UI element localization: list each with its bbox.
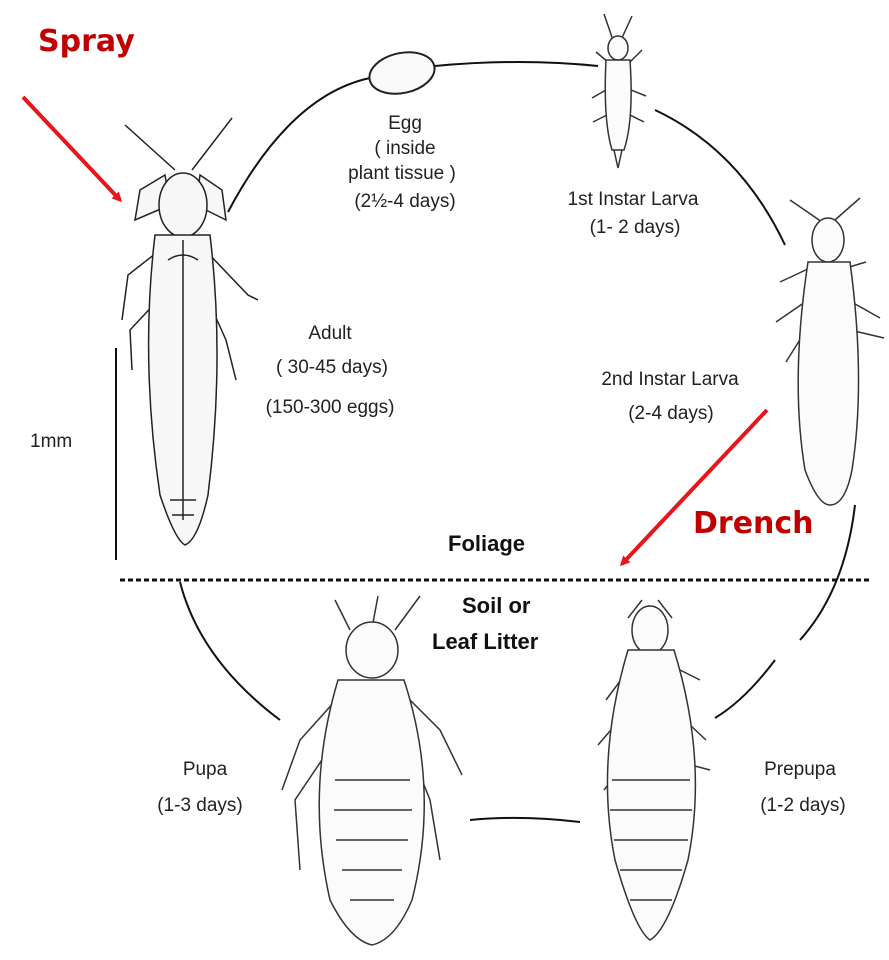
foliage-label: Foliage — [448, 532, 525, 556]
egg-duration: (2½-4 days) — [330, 190, 480, 214]
spray-label: Spray — [38, 30, 135, 54]
larva2-duration: (2-4 days) — [606, 402, 736, 426]
adult-name: Adult — [290, 322, 370, 346]
adult-eggs: (150-300 eggs) — [240, 396, 420, 420]
larva1-name: 1st Instar Larva — [543, 188, 723, 212]
pupa-duration: (1-3 days) — [130, 794, 270, 818]
larva2-name: 2nd Instar Larva — [575, 368, 765, 392]
drench-label: Drench — [693, 512, 814, 536]
second-instar-larva-illustration — [776, 198, 884, 505]
prepupa-name: Prepupa — [745, 758, 855, 782]
pupa-name: Pupa — [170, 758, 240, 782]
egg-line3: plant tissue ) — [322, 162, 482, 186]
prepupa-duration: (1-2 days) — [733, 794, 873, 818]
soil-label-line1: Soil or — [462, 594, 530, 618]
adult-illustration — [122, 118, 258, 545]
cycle-ring — [180, 62, 855, 822]
egg-name: Egg — [370, 112, 440, 136]
soil-label-line2: Leaf Litter — [432, 630, 538, 654]
larva1-duration: (1- 2 days) — [565, 216, 705, 240]
adult-duration: ( 30-45 days) — [252, 356, 412, 380]
first-instar-larva-illustration — [592, 14, 646, 168]
spray-arrow — [23, 97, 120, 200]
scale-label: 1mm — [30, 430, 72, 454]
egg-illustration — [366, 47, 439, 100]
egg-line2: ( inside — [345, 137, 465, 161]
prepupa-illustration — [598, 600, 710, 940]
